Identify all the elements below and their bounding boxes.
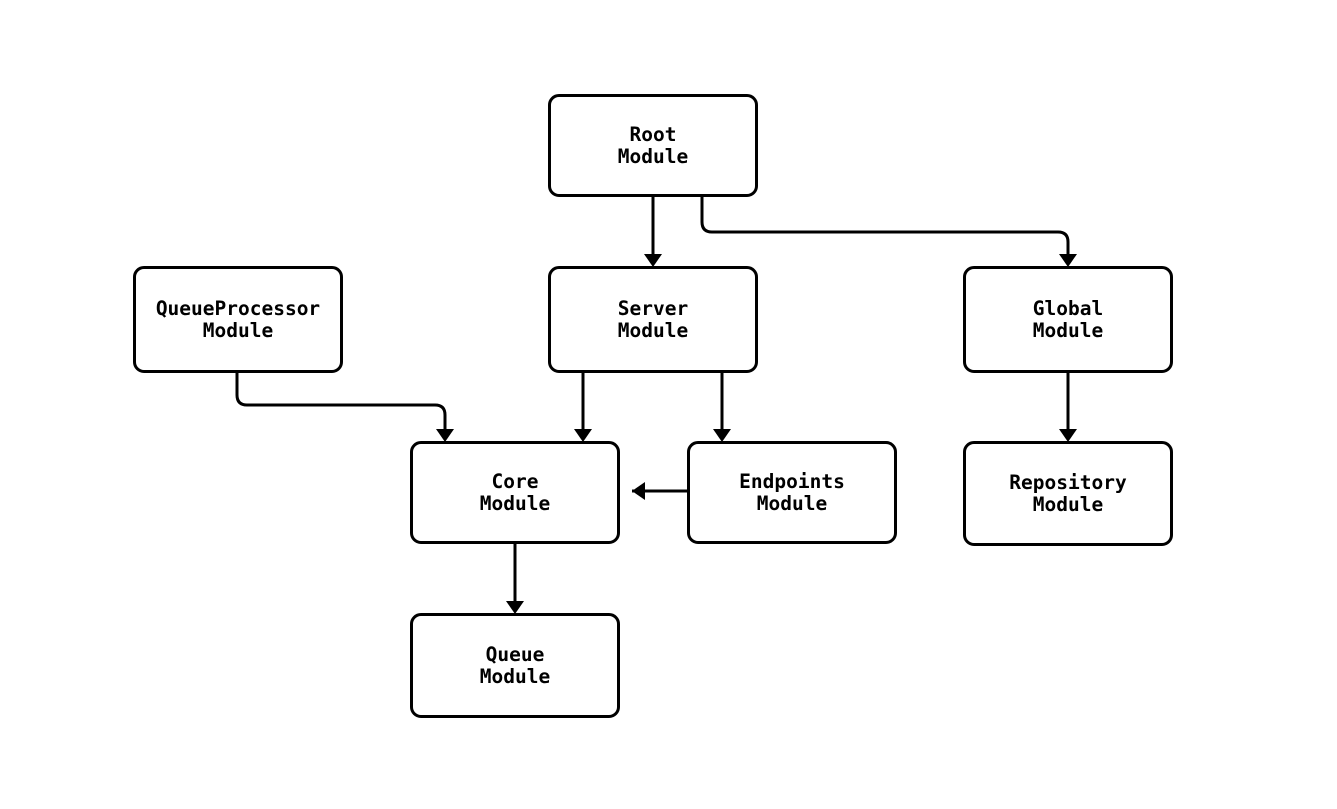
node-label: Endpoints Module	[739, 469, 845, 515]
node-server-module[interactable]: Server Module	[548, 266, 758, 373]
node-repository-module[interactable]: Repository Module	[963, 441, 1173, 546]
node-label: Queue Module	[479, 642, 551, 688]
edge-queueprocessor-core	[235, 373, 447, 429]
node-label: Root Module	[617, 122, 689, 168]
node-label: Repository Module	[1009, 470, 1127, 516]
arrowhead-endpoints-core	[632, 482, 645, 500]
node-endpoints-module[interactable]: Endpoints Module	[687, 441, 897, 544]
node-label: Core Module	[479, 469, 551, 515]
node-label: Global Module	[1032, 296, 1104, 342]
node-core-module[interactable]: Core Module	[410, 441, 620, 544]
node-root-module[interactable]: Root Module	[548, 94, 758, 197]
node-label: QueueProcessor Module	[155, 296, 321, 342]
node-queue-module[interactable]: Queue Module	[410, 613, 620, 718]
node-queueprocessor-module[interactable]: QueueProcessor Module	[133, 266, 343, 373]
edge-root-global	[700, 197, 1070, 254]
node-label: Server Module	[617, 296, 689, 342]
node-global-module[interactable]: Global Module	[963, 266, 1173, 373]
edges-group	[235, 197, 1077, 614]
